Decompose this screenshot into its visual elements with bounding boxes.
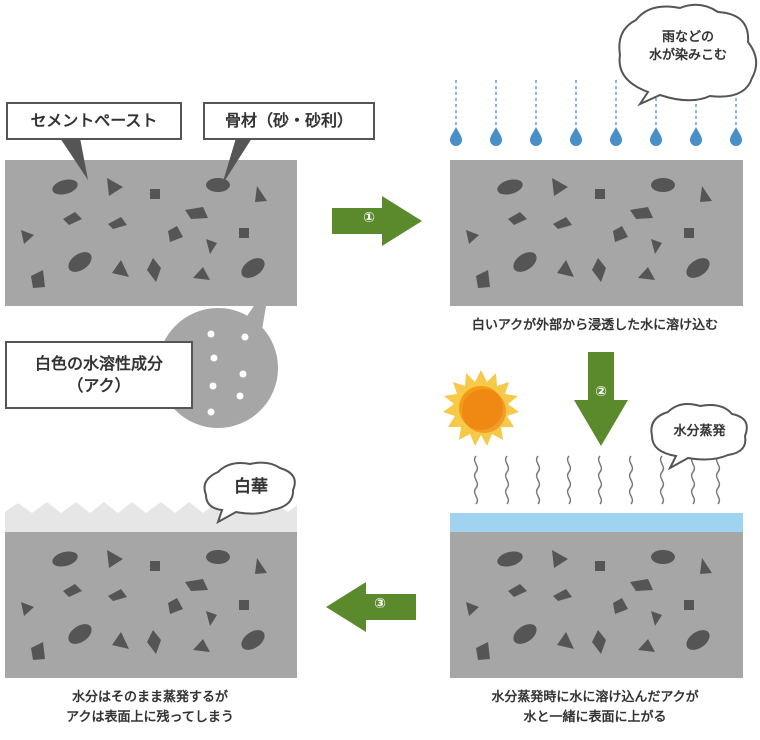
aggregate-pieces-3 [466, 548, 714, 660]
aggregate-pieces-1 [21, 176, 269, 288]
water-layer [450, 513, 743, 532]
step-number-3: ③ [374, 596, 386, 612]
rain-bubble [618, 3, 758, 107]
label-white-component: 白色の水溶性成分 （アク） [5, 341, 193, 409]
aggregate-pieces-2 [466, 176, 714, 288]
evaporation-waves [473, 455, 721, 505]
arrow-step-1[interactable] [332, 196, 422, 246]
aggregate-pointer [222, 138, 252, 185]
concrete-block-evaporation [450, 532, 743, 678]
caption-step-2: 水分蒸発時に水に溶け込んだアクが 水と一緒に表面に上がる [491, 690, 699, 725]
evaporation-bubble [650, 403, 748, 471]
step-number-1: ① [363, 210, 375, 226]
concrete-block-rain [450, 160, 743, 306]
aggregate-pieces-4 [21, 548, 269, 660]
sun-icon [443, 370, 519, 446]
rain-bubble-text: 雨などの 水が染みこむ [648, 30, 727, 63]
cement-paste-pointer [60, 138, 88, 180]
magnifier-pointer [243, 282, 270, 330]
label-cement-paste: セメントペースト [6, 102, 182, 140]
caption-step-1: 白いアクが外部から浸透した水に溶け込む [471, 318, 719, 333]
efflorescence-bubble-text: 白華 [234, 477, 268, 497]
evaporation-bubble-text: 水分蒸発 [673, 424, 726, 439]
efflorescence-bubble [203, 461, 296, 525]
arrow-step-3[interactable] [326, 582, 416, 632]
caption-step-3: 水分はそのまま蒸発するが アクは表面上に残ってしまう [66, 690, 234, 725]
arrow-step-2[interactable] [574, 352, 628, 446]
step-number-2: ② [595, 384, 607, 400]
raindrop-icons [450, 127, 742, 146]
label-aggregate: 骨材（砂・砂利） [203, 102, 375, 140]
